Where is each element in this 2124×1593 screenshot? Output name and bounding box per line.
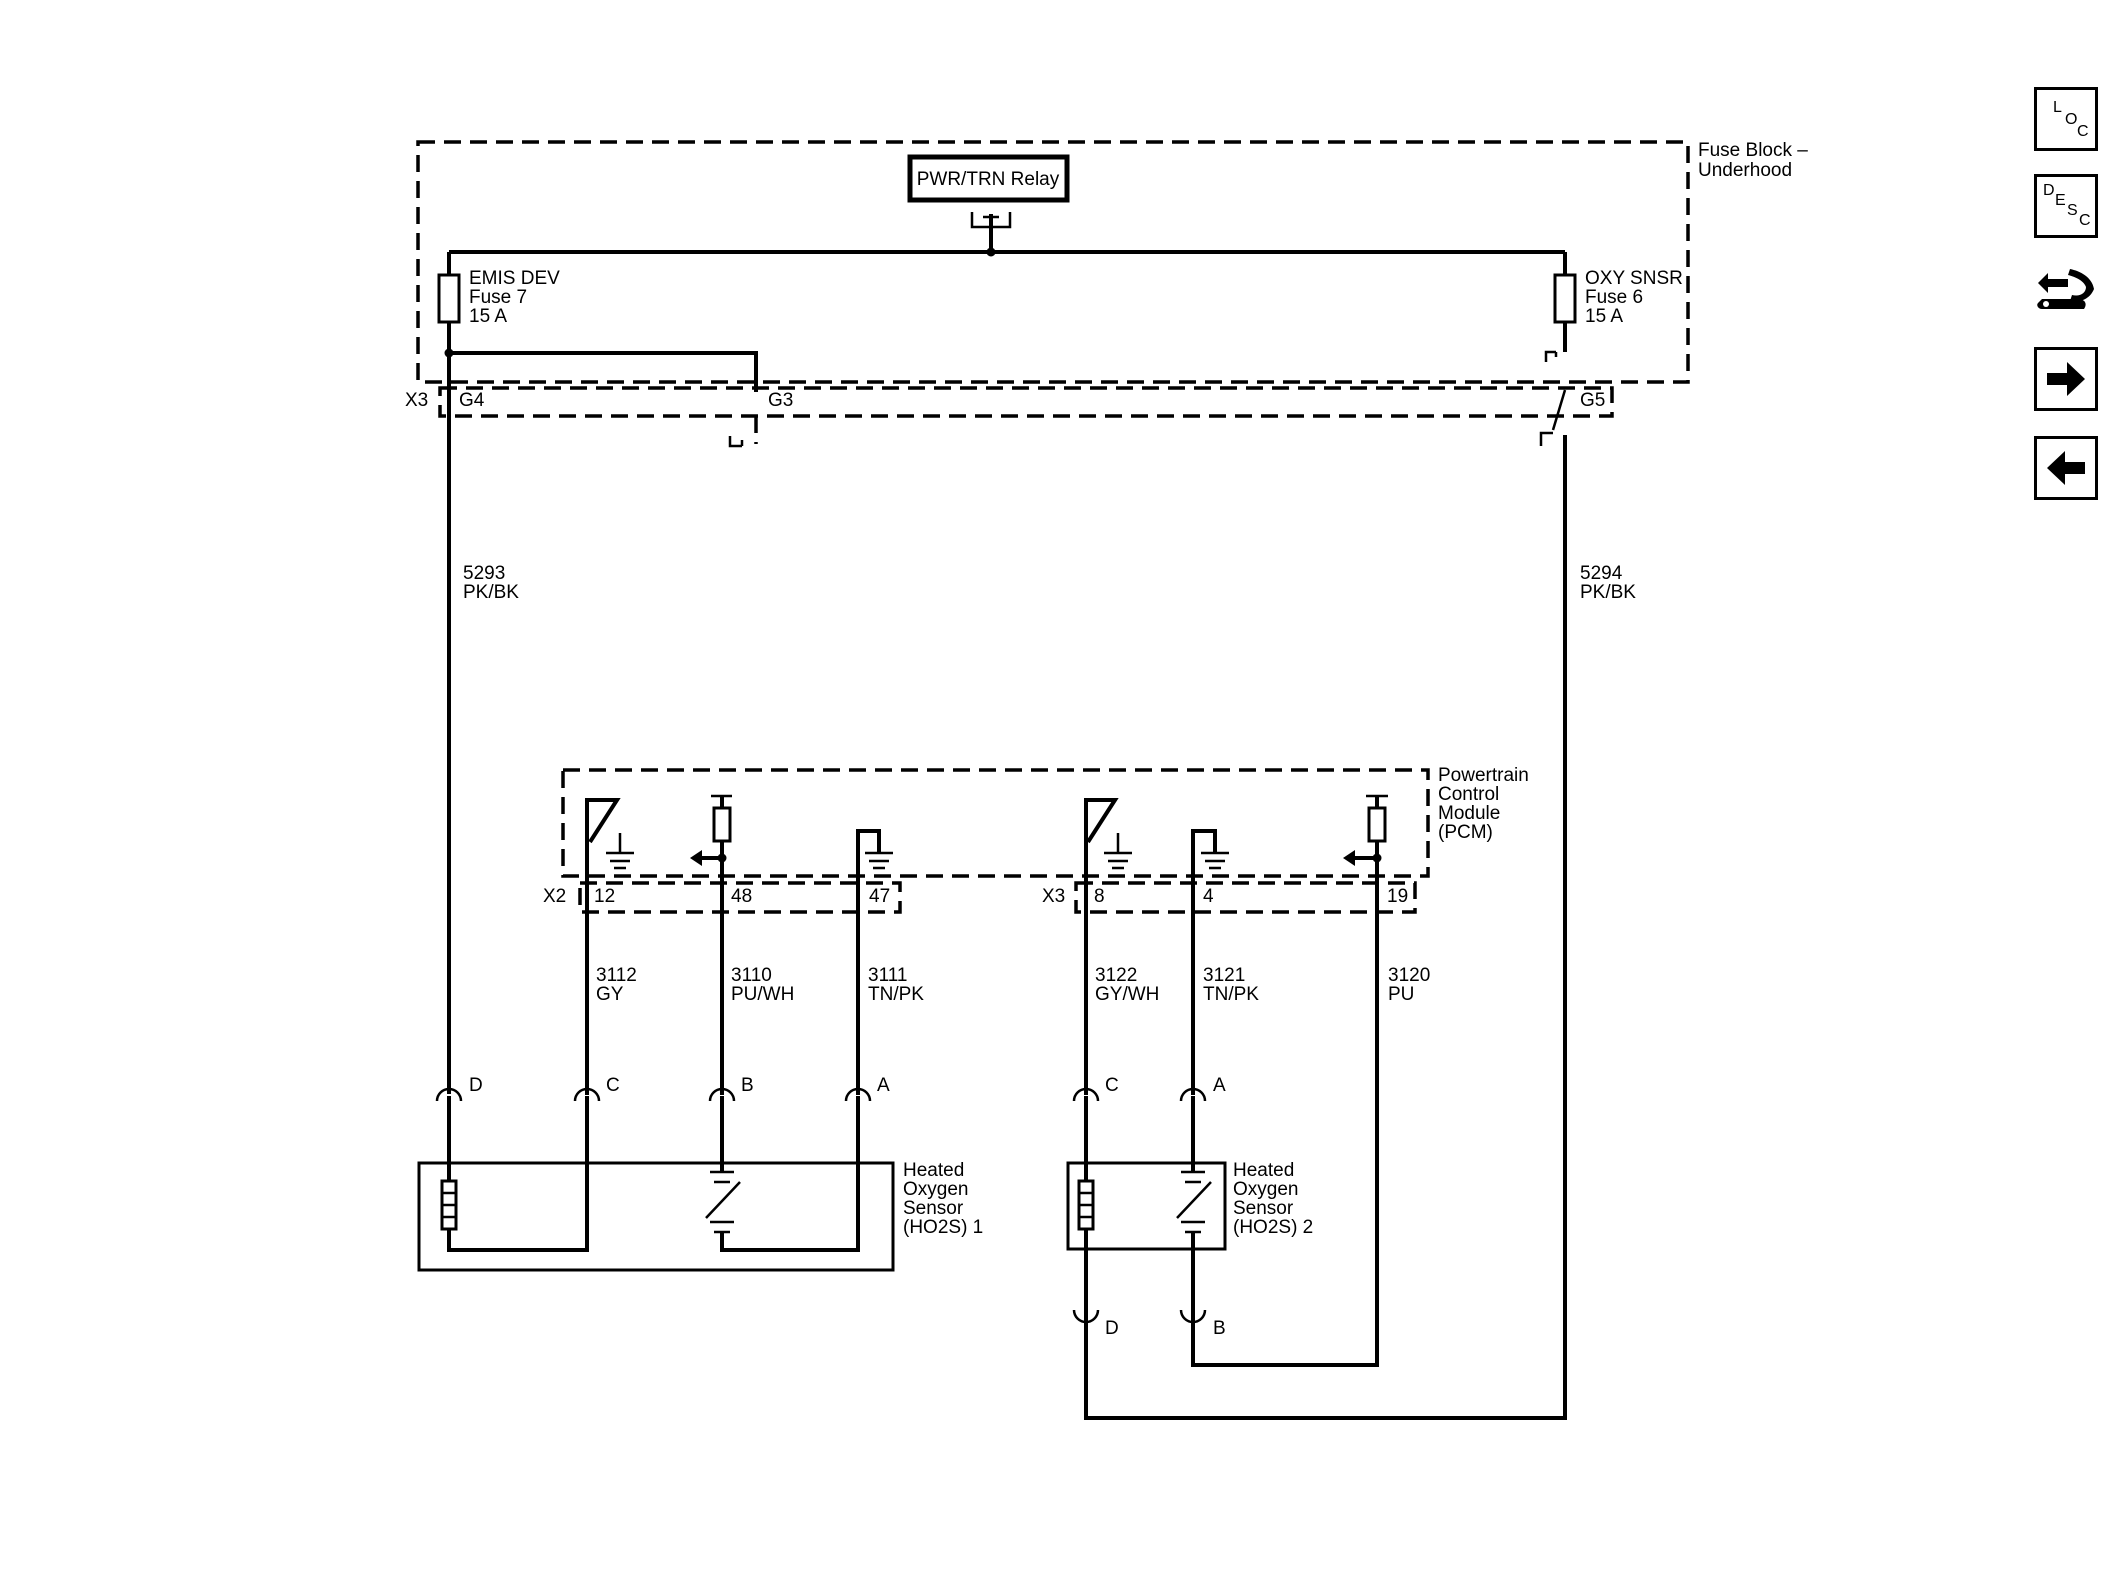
- pwr-trn-relay: PWR/TRN Relay: [907, 154, 1070, 257]
- pcm-switch-12: [585, 798, 634, 1095]
- fuse-block-label-line2: Underhood: [1698, 160, 1792, 181]
- pcm-pullup-19: [1191, 794, 1388, 1367]
- s2-pin-b: B: [1213, 1318, 1226, 1339]
- x3-id: X3: [1042, 886, 1065, 907]
- fuse6-name: OXY SNSR: [1585, 268, 1683, 289]
- fuse-oxy-snsr: OXY SNSR Fuse 6 15 A: [1553, 252, 1683, 352]
- sensor1-label-line1: Heated: [903, 1160, 964, 1181]
- fuse-block-label-line1: Fuse Block –: [1698, 140, 1808, 161]
- x3-pin-4: 4: [1203, 886, 1214, 907]
- connector-wrench-icon: [2037, 269, 2094, 309]
- sensor1-label-line2: Oxygen: [903, 1179, 968, 1200]
- w3122-circuit: 3122: [1095, 965, 1137, 986]
- loc-button[interactable]: L O C: [2034, 87, 2098, 151]
- sensor2-label-line1: Heated: [1233, 1160, 1294, 1181]
- sensor2-connector: C A D B: [1072, 1075, 1226, 1339]
- pcm-connector-x3: X3 8 4 19: [1042, 881, 1417, 914]
- w3121-circuit: 3121: [1203, 965, 1245, 986]
- next-button[interactable]: [2034, 347, 2098, 411]
- w3120-color: PU: [1388, 984, 1414, 1005]
- w3112-color: GY: [596, 984, 624, 1005]
- s2-pin-c: C: [1105, 1075, 1119, 1096]
- fuse7-rating: 15 A: [469, 306, 507, 327]
- pcm-label-line1: Powertrain: [1438, 765, 1529, 786]
- prev-button[interactable]: [2034, 436, 2098, 500]
- pcm-connector-x2: X2 12 48 47: [543, 881, 902, 914]
- s1-pin-c: C: [606, 1075, 620, 1096]
- w3120-circuit: 3120: [1388, 965, 1430, 986]
- fuse7-name: EMIS DEV: [469, 268, 560, 289]
- w3112-circuit: 3112: [596, 965, 637, 986]
- pcm-label-line4: (PCM): [1438, 822, 1493, 843]
- s2-pin-d: D: [1105, 1318, 1119, 1339]
- w3121-color: TN/PK: [1203, 984, 1259, 1005]
- arrow-left-icon: [2047, 451, 2085, 485]
- pcm-ground-4: [1191, 829, 1229, 1095]
- arrow-right-icon: [2047, 362, 2085, 396]
- sensor1-label-line3: Sensor: [903, 1198, 964, 1219]
- sensor2-label-line3: Sensor: [1233, 1198, 1294, 1219]
- loc-icon-letter-c: C: [2077, 123, 2089, 140]
- fuse-block-connector-x3: X3 G4 G3 G5: [405, 350, 1614, 448]
- x2-pin-47: 47: [869, 886, 890, 907]
- sensor1-connector: D C B A: [435, 1075, 890, 1118]
- pcm-pullup-48: [690, 794, 732, 1095]
- x3-pin-19: 19: [1387, 886, 1408, 907]
- loc-icon-letter-l: L: [2053, 99, 2062, 116]
- s2-pin-a: A: [1213, 1075, 1226, 1096]
- pcm-ground-47: [856, 829, 893, 1095]
- fuse6-rating: 15 A: [1585, 306, 1623, 327]
- w3111-circuit: 3111: [868, 965, 907, 986]
- w3110-color: PU/WH: [731, 984, 794, 1005]
- s1-pin-d: D: [469, 1075, 483, 1096]
- pin-g5: G5: [1580, 390, 1605, 411]
- fuse-block-underhood: Fuse Block – Underhood: [416, 140, 1808, 384]
- pcm-module: Powertrain Control Module (PCM): [561, 765, 1529, 878]
- heated-oxygen-sensor-2: Heated Oxygen Sensor (HO2S) 2: [1066, 1118, 1313, 1290]
- fuse-emis-dev: EMIS DEV Fuse 7 15 A: [437, 252, 560, 352]
- w5293-color: PK/BK: [463, 582, 519, 603]
- desc-button[interactable]: D E S C: [2034, 174, 2098, 238]
- sensor1-label-line4: (HO2S) 1: [903, 1217, 983, 1238]
- pin-g3: G3: [768, 390, 793, 411]
- x2-pin-12: 12: [594, 886, 615, 907]
- relay-label: PWR/TRN Relay: [917, 169, 1060, 190]
- pcm-label-line2: Control: [1438, 784, 1499, 805]
- sensor2-label-line4: (HO2S) 2: [1233, 1217, 1313, 1238]
- w3111-color: TN/PK: [868, 984, 924, 1005]
- w5294-color: PK/BK: [1580, 582, 1636, 603]
- desc-icon-letter-c: C: [2079, 212, 2091, 229]
- loc-icon-letter-o: O: [2065, 111, 2078, 128]
- sensor2-label-line2: Oxygen: [1233, 1179, 1298, 1200]
- fuse7-number: Fuse 7: [469, 287, 527, 308]
- w3110-circuit: 3110: [731, 965, 772, 986]
- pcm-switch-8: [1084, 798, 1132, 1095]
- s1-pin-a: A: [877, 1075, 890, 1096]
- x2-pin-48: 48: [731, 886, 752, 907]
- pcm-label-line3: Module: [1438, 803, 1500, 824]
- desc-icon-letter-d: D: [2043, 182, 2055, 199]
- x3-pin-8: 8: [1094, 886, 1105, 907]
- heated-oxygen-sensor-1: Heated Oxygen Sensor (HO2S) 1: [417, 1118, 983, 1272]
- connector-button[interactable]: [2034, 259, 2098, 323]
- pin-g4: G4: [459, 390, 485, 411]
- desc-icon-letter-e: E: [2055, 192, 2066, 209]
- fuse-connector-id: X3: [405, 390, 428, 411]
- s1-pin-b: B: [741, 1075, 754, 1096]
- desc-icon-letter-s: S: [2067, 202, 2078, 219]
- w5293-circuit: 5293: [463, 563, 505, 584]
- x2-id: X2: [543, 886, 566, 907]
- w3122-color: GY/WH: [1095, 984, 1159, 1005]
- w5294-circuit: 5294: [1580, 563, 1623, 584]
- fuse6-number: Fuse 6: [1585, 287, 1643, 308]
